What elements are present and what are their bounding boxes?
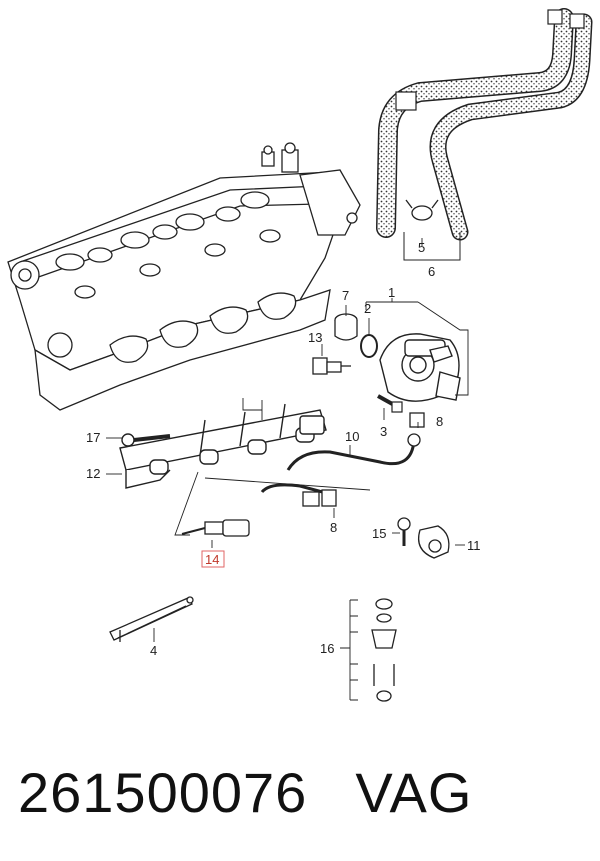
callouts: 1 2 3 4 5 6 7 8 8 10 11 12 13 14 15 16 1… (86, 240, 481, 658)
callout-12: 12 (86, 466, 100, 481)
bracket-bolt (397, 517, 411, 546)
bracket-6-leader (403, 232, 461, 261)
cylinder-head (7, 142, 361, 411)
callout-5: 5 (418, 240, 425, 255)
callout-8-upper: 8 (436, 414, 443, 429)
union-nut-lower (321, 489, 337, 507)
union-nut-upper (409, 412, 425, 428)
pump-bolts (377, 394, 403, 413)
callout-2: 2 (364, 301, 371, 316)
fuel-pressure-sensor (312, 357, 351, 375)
low-pressure-sensor (181, 519, 250, 537)
callout-4: 4 (150, 643, 157, 658)
hose-clamp (405, 199, 439, 221)
callout-1: 1 (388, 285, 395, 300)
footer-caption: 261500076 VAG (18, 760, 588, 830)
callout-10: 10 (345, 429, 359, 444)
leader-lines (106, 238, 469, 701)
callout-14-highlight-box (201, 550, 225, 568)
roller-tappet (334, 313, 358, 341)
callout-7: 7 (342, 288, 349, 303)
callout-13: 13 (308, 330, 322, 345)
fuel-hose (376, 8, 593, 241)
fuel-rail (119, 403, 327, 489)
part-number: 261500076 (18, 761, 308, 824)
high-pressure-pump (379, 333, 461, 402)
callout-16: 16 (320, 641, 334, 656)
o-ring-2 (360, 334, 378, 358)
high-pressure-line (260, 439, 416, 496)
brand-name: VAG (355, 761, 473, 824)
callout-17: 17 (86, 430, 100, 445)
callout-8-lower: 8 (330, 520, 337, 535)
callout-15: 15 (372, 526, 386, 541)
line-bracket (417, 525, 450, 559)
callout-6: 6 (428, 264, 435, 279)
callout-11: 11 (467, 538, 481, 553)
callout-3: 3 (380, 424, 387, 439)
seal-kit (371, 598, 397, 702)
assembly-tool (109, 596, 194, 642)
callout-14: 14 (205, 552, 219, 567)
